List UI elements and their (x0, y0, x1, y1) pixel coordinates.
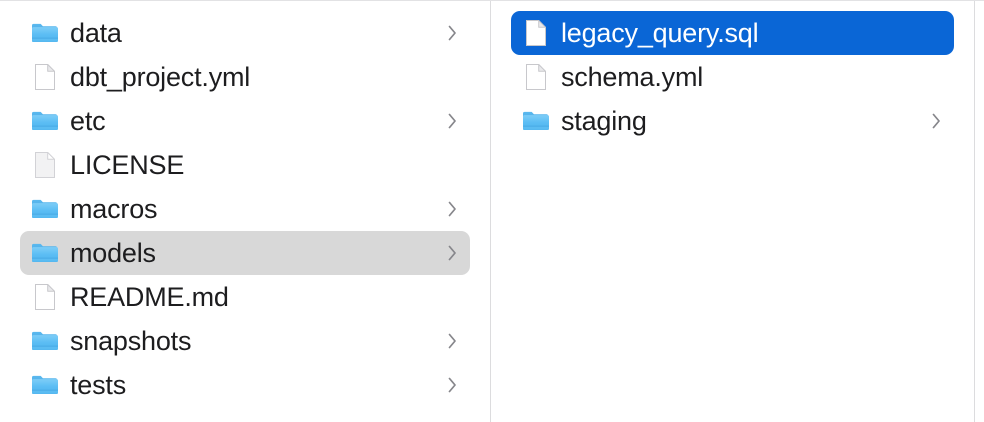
item-label: legacy_query.sql (561, 18, 759, 48)
file-row[interactable]: README.md (20, 275, 470, 319)
item-label: dbt_project.yml (70, 62, 251, 92)
folder-row[interactable]: tests (20, 363, 470, 407)
folder-icon (30, 238, 60, 268)
chevron-right-icon[interactable] (447, 376, 458, 394)
finder-column-1: data dbt_project.yml (0, 1, 491, 422)
file-row[interactable]: schema.yml (511, 55, 954, 99)
folder-icon (30, 370, 60, 400)
finder-column-2: legacy_query.sql schema.yml (491, 1, 975, 422)
chevron-right-icon[interactable] (931, 112, 942, 130)
chevron-right-icon[interactable] (447, 200, 458, 218)
item-label: snapshots (70, 326, 192, 356)
item-label: data (70, 18, 122, 48)
document-icon (521, 18, 551, 48)
folder-icon (30, 106, 60, 136)
chevron-right-icon[interactable] (447, 112, 458, 130)
document-icon (30, 282, 60, 312)
file-row[interactable]: dbt_project.yml (20, 55, 470, 99)
document-plain-icon (30, 150, 60, 180)
item-label: staging (561, 106, 647, 136)
item-label: models (70, 238, 156, 268)
document-icon (30, 62, 60, 92)
folder-row[interactable]: staging (511, 99, 954, 143)
item-label: tests (70, 370, 127, 400)
item-label: README.md (70, 282, 229, 312)
item-label: etc (70, 106, 106, 136)
chevron-right-icon[interactable] (447, 332, 458, 350)
document-icon (521, 62, 551, 92)
folder-icon (30, 326, 60, 356)
item-label: LICENSE (70, 150, 185, 180)
file-row[interactable]: LICENSE (20, 143, 470, 187)
folder-icon (521, 106, 551, 136)
folder-row[interactable]: etc (20, 99, 470, 143)
item-label: macros (70, 194, 158, 224)
folder-row[interactable]: data (20, 11, 470, 55)
item-label: schema.yml (561, 62, 704, 92)
folder-row[interactable]: models (20, 231, 470, 275)
chevron-right-icon[interactable] (447, 244, 458, 262)
folder-row[interactable]: snapshots (20, 319, 470, 363)
file-row[interactable]: legacy_query.sql (511, 11, 954, 55)
folder-row[interactable]: macros (20, 187, 470, 231)
folder-icon (30, 194, 60, 224)
chevron-right-icon[interactable] (447, 24, 458, 42)
folder-icon (30, 18, 60, 48)
